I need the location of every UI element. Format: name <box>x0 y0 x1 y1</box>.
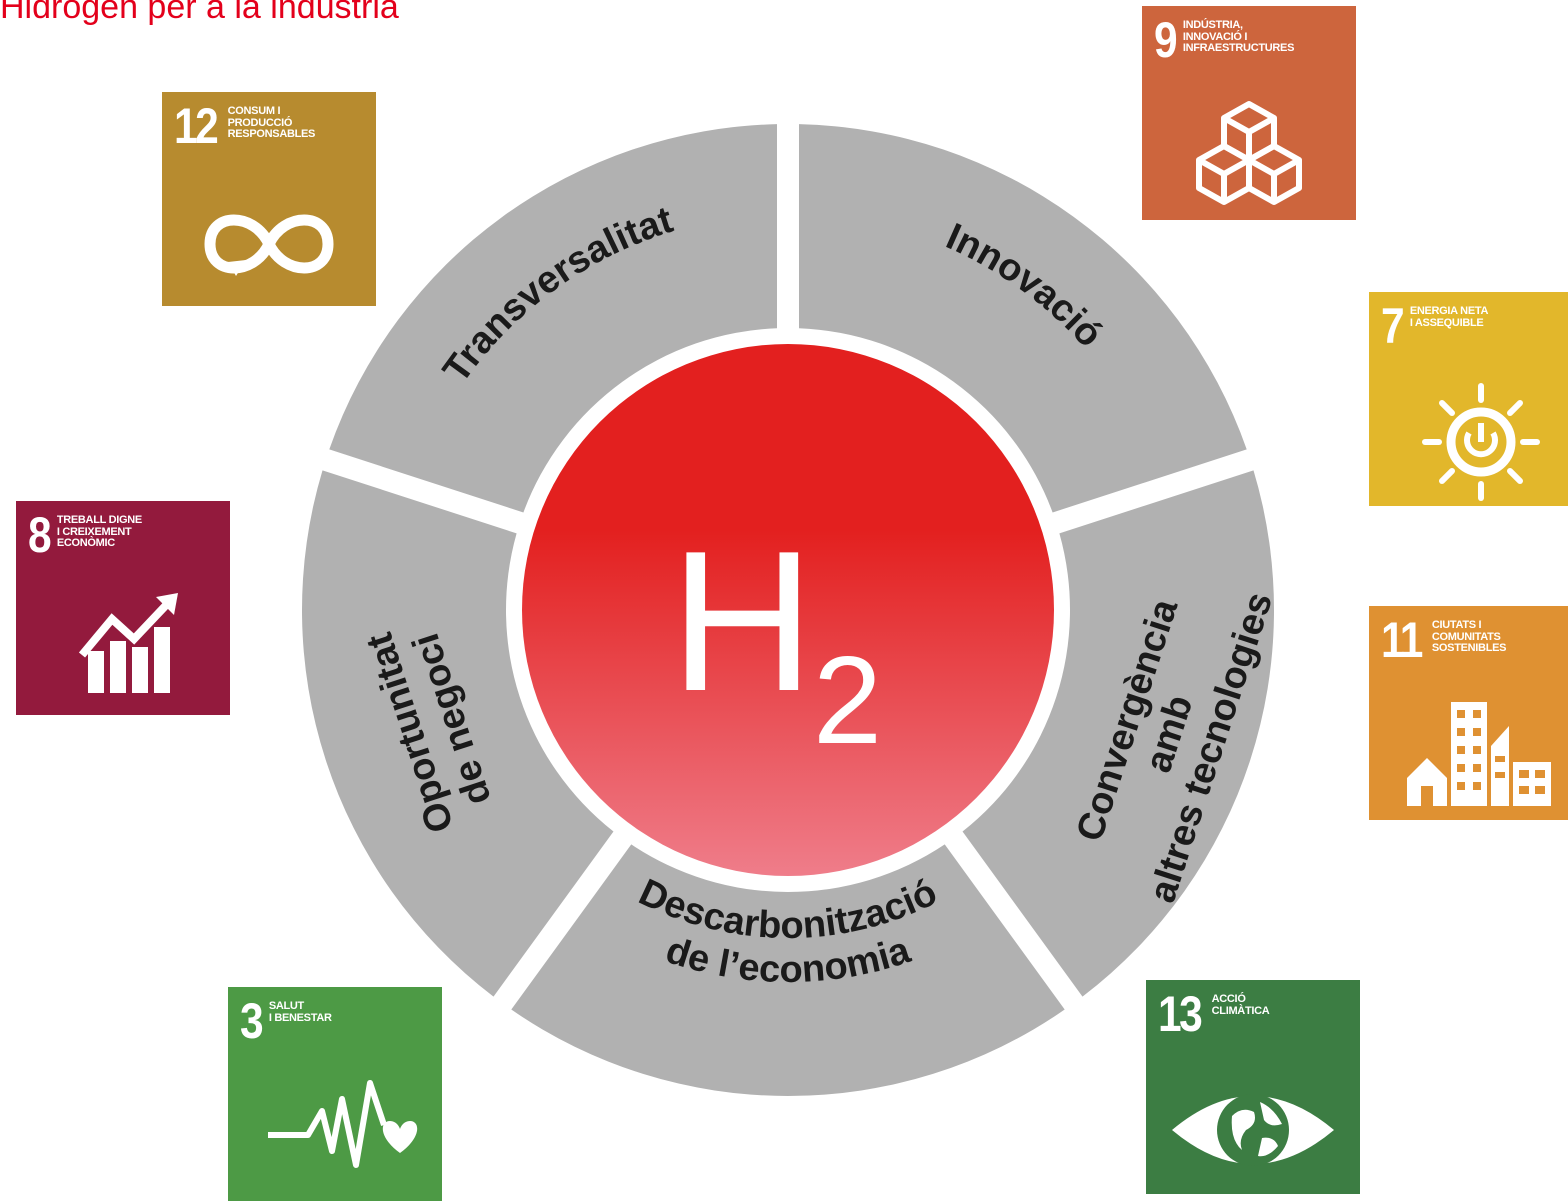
sdg-3-tile: 3 SALUT I BENESTAR <box>228 987 442 1201</box>
sdg-8-tile: 8 TREBALL DIGNE I CREIXEMENT ECONÒMIC <box>16 501 230 715</box>
segment-transversalitat <box>329 124 778 513</box>
sdg-number: 7 <box>1381 298 1405 354</box>
cubes-icon <box>1196 101 1302 205</box>
sdg-7-tile: 7 ENERGIA NETA I ASSEQUIBLE <box>1369 292 1568 506</box>
sdg-title: ENERGIA NETA I ASSEQUIBLE <box>1409 305 1489 329</box>
sdg-title: INDÚSTRIA, INNOVACIÓ I INFRAESTRUCTURES <box>1182 19 1295 54</box>
sdg-title: SALUT I BENESTAR <box>268 1000 332 1024</box>
sdg-title: CONSUM I PRODUCCIÓ RESPONSABLES <box>227 105 316 140</box>
city-icon <box>1407 702 1551 806</box>
growth-chart-icon <box>78 593 178 693</box>
sdg-number: 13 <box>1158 986 1203 1042</box>
sdg-number: 8 <box>28 507 52 563</box>
sdg-number: 9 <box>1154 12 1178 68</box>
sdg-number: 3 <box>240 993 264 1049</box>
sdg-9-tile: 9 INDÚSTRIA, INNOVACIÓ I INFRAESTRUCTURE… <box>1142 6 1356 220</box>
eye-earth-icon <box>1172 1094 1334 1166</box>
infinity-icon <box>204 214 334 276</box>
sdg-title: ACCIÓ CLIMÀTICA <box>1211 993 1270 1017</box>
sdg-13-tile: 13 ACCIÓ CLIMÀTICA <box>1146 980 1360 1194</box>
sdg-11-tile: 11 CIUTATS I COMUNITATS SOSTENIBLES <box>1369 606 1568 820</box>
segment-descarbonitzacio <box>511 844 1065 1096</box>
sun-power-icon <box>1422 383 1540 501</box>
heartbeat-icon <box>268 1080 418 1168</box>
segment-oportunitat <box>301 470 614 997</box>
sdg-title: TREBALL DIGNE I CREIXEMENT ECONÒMIC <box>56 514 142 549</box>
h2-symbol: H <box>670 510 814 733</box>
segment-innovacio <box>798 124 1247 513</box>
page-title: Hidrogen per a la indústria <box>0 0 399 26</box>
h2-center: H 2 <box>522 344 1054 876</box>
sdg-title: CIUTATS I COMUNITATS SOSTENIBLES <box>1431 619 1507 654</box>
sdg-number: 11 <box>1381 612 1423 668</box>
sdg-number: 12 <box>174 98 219 154</box>
sdg-12-tile: 12 CONSUM I PRODUCCIÓ RESPONSABLES <box>162 92 376 306</box>
h2-center-circle <box>522 344 1054 876</box>
segment-convergencia <box>962 470 1274 997</box>
h2-subscript: 2 <box>813 632 882 770</box>
